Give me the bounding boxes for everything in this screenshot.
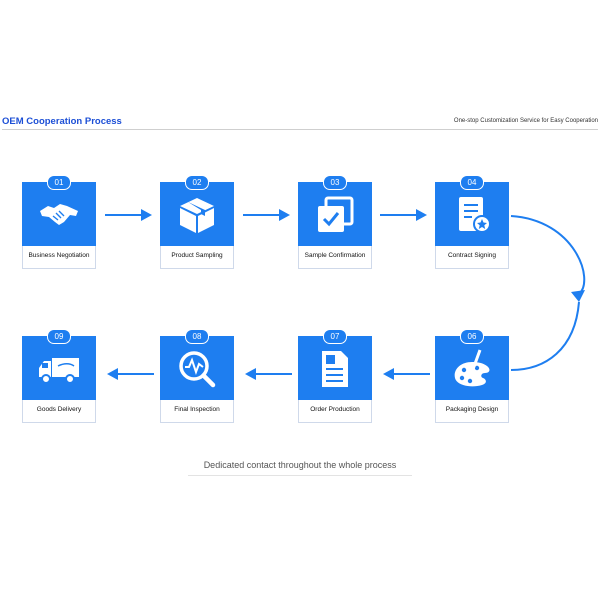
step-sample-confirmation: 03 Sample Confirmation xyxy=(298,175,372,269)
step-icon-tile: 02 xyxy=(160,175,234,246)
confirm-check-icon xyxy=(318,196,354,232)
step-label: Goods Delivery xyxy=(36,406,82,413)
step-product-sampling: 02 Product Sampling xyxy=(160,175,234,269)
delivery-truck-icon xyxy=(39,358,79,384)
arrow-left-icon xyxy=(383,368,430,380)
arrow-right-icon xyxy=(380,209,427,221)
step-goods-delivery: 09 Goods Delivery xyxy=(22,329,96,423)
step-number-badge: 03 xyxy=(323,175,347,190)
header-tagline: One-stop Customization Service for Easy … xyxy=(453,118,598,124)
arrow-right-icon xyxy=(105,209,152,221)
step-icon-tile: 07 xyxy=(298,329,372,400)
arrow-left-icon xyxy=(245,368,292,380)
step-icon-tile: 06 xyxy=(435,329,509,400)
step-label: Business Negotiation xyxy=(28,252,90,259)
step-label: Packaging Design xyxy=(445,406,499,413)
step-icon-tile: 01 xyxy=(22,175,96,246)
footer-divider xyxy=(188,475,412,476)
step-icon-tile: 08 xyxy=(160,329,234,400)
step-packaging-design: 06 Packaging Design xyxy=(435,329,509,423)
step-order-production: 07 Order Production xyxy=(298,329,372,423)
step-number-badge: 02 xyxy=(185,175,209,190)
step-label: Contract Signing xyxy=(447,252,497,259)
production-document-icon xyxy=(322,351,348,387)
step-icon-tile: 09 xyxy=(22,329,96,400)
step-number-badge: 08 xyxy=(185,329,209,344)
box-icon xyxy=(180,198,214,233)
header-divider xyxy=(2,129,598,130)
step-number-badge: 04 xyxy=(460,175,484,190)
step-number-badge: 01 xyxy=(47,175,71,190)
arrow-right-icon xyxy=(243,209,290,221)
step-label: Product Sampling xyxy=(171,252,223,259)
step-label: Order Production xyxy=(310,406,360,413)
curved-arrow-icon xyxy=(510,215,586,371)
handshake-icon xyxy=(40,204,78,225)
step-number-badge: 09 xyxy=(47,329,71,344)
inspection-magnifier-icon xyxy=(179,351,216,388)
step-label: Sample Confirmation xyxy=(304,252,366,259)
step-number-badge: 07 xyxy=(323,329,347,344)
step-final-inspection: 08 Final Inspection xyxy=(160,329,234,423)
step-icon-tile: 04 xyxy=(435,175,509,246)
contract-icon xyxy=(459,197,491,233)
arrow-left-icon xyxy=(107,368,154,380)
step-label: Final Inspection xyxy=(174,406,220,413)
footer-caption: Dedicated contact throughout the whole p… xyxy=(203,460,397,470)
step-number-badge: 06 xyxy=(460,329,484,344)
step-contract-signing: 04 Contract Signing xyxy=(435,175,509,269)
step-business-negotiation: 01 Business Negotiation xyxy=(22,175,96,269)
step-icon-tile: 03 xyxy=(298,175,372,246)
header-title: OEM Cooperation Process xyxy=(2,116,122,127)
palette-icon xyxy=(454,349,490,387)
